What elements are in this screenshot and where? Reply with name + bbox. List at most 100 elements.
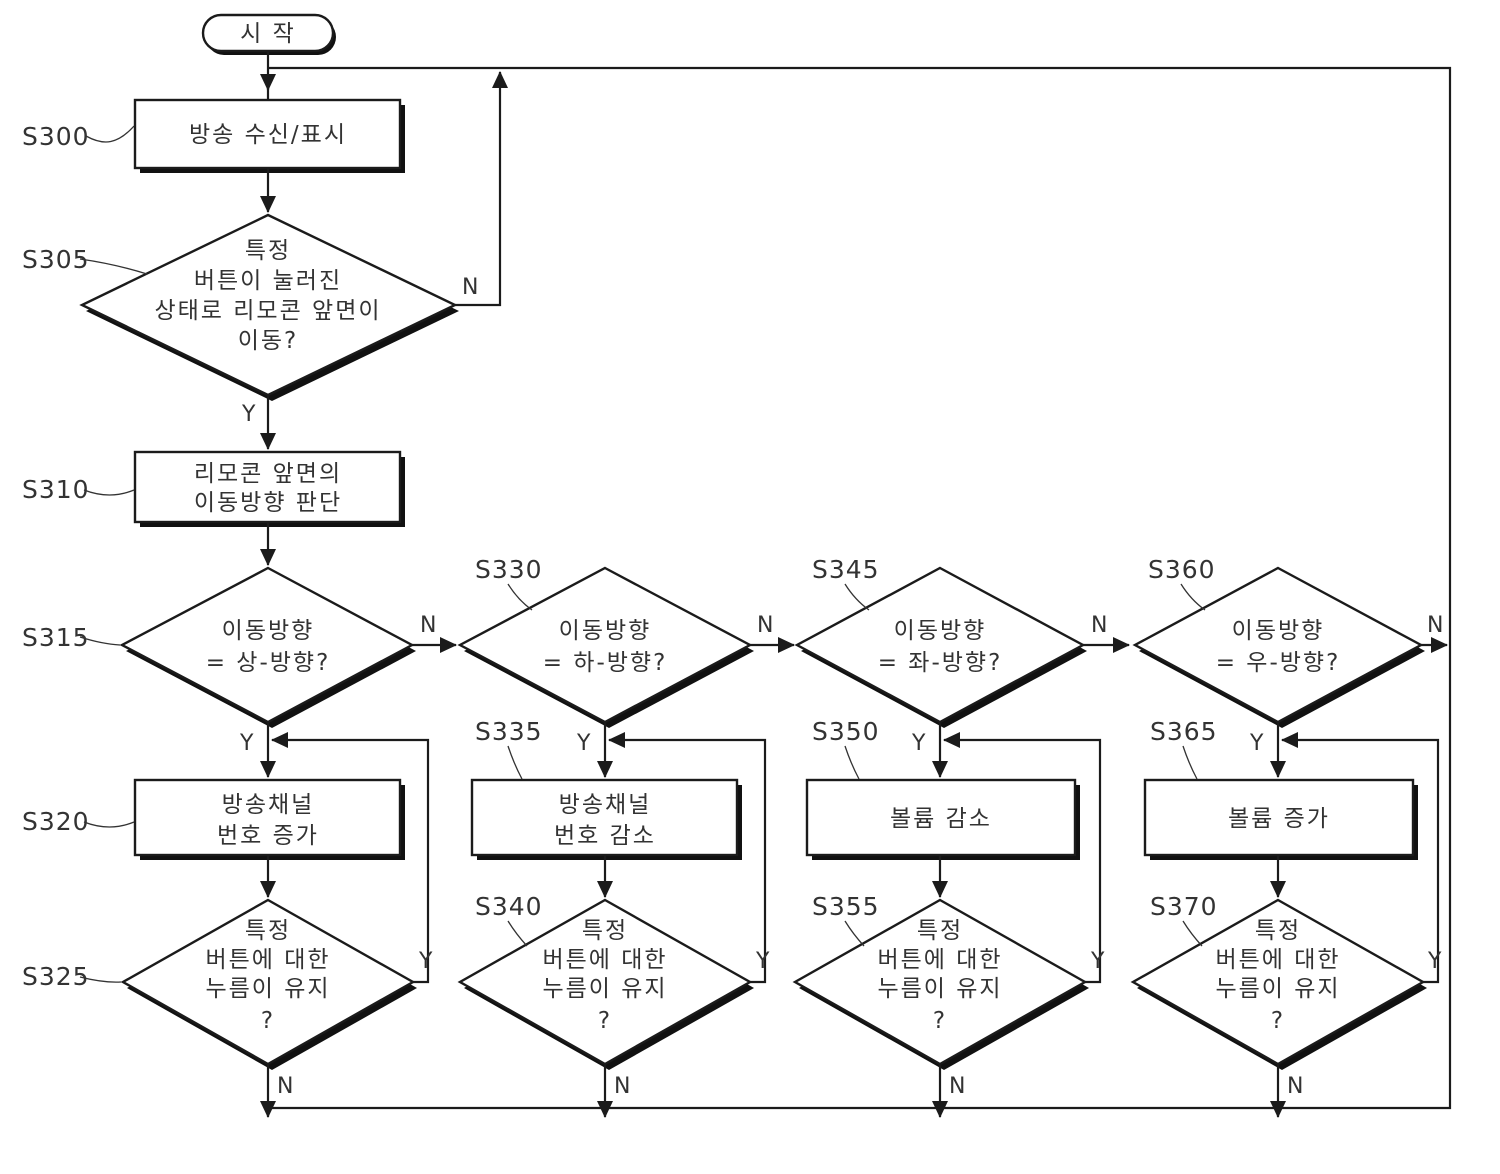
s305-text-line2: 버튼이 눌러진 (194, 268, 342, 294)
s355-text-line2: 버튼에 대한 (877, 947, 1002, 973)
node-s370: 특정 버튼에 대한 누름이 유지 ? S370 (1130, 892, 1427, 1070)
s310-leader-line (83, 489, 135, 496)
s325-yes-label: Y (418, 949, 433, 974)
edge-s370-yes-loop (1281, 732, 1440, 984)
start-node: 시 작 (201, 13, 336, 55)
s360-yes-label: Y (1249, 731, 1264, 756)
s325-text-line3: 누름이 유지 (205, 976, 330, 1002)
s325-leader-line (79, 976, 122, 983)
s310-text-line2: 이동방향 판단 (194, 490, 342, 516)
s305-text-line1: 특정 (245, 238, 291, 264)
s340-text-line4: ? (598, 1008, 612, 1034)
s360-text-line2: = 우-방향? (1216, 650, 1341, 676)
s370-tag: S370 (1150, 892, 1218, 921)
start-label: 시 작 (240, 21, 296, 47)
s305-yes-label: Y (241, 402, 256, 427)
s320-text-line2: 번호 증가 (217, 823, 319, 849)
s325-no-label: N (277, 1074, 293, 1099)
s300-box (133, 98, 402, 170)
s360-text-line1: 이동방향 (1232, 618, 1325, 644)
s305-text-line4: 이동? (238, 328, 299, 354)
s340-leader-line (507, 920, 528, 947)
s330-text-line1: 이동방향 (559, 618, 652, 644)
node-s335: 방송채널 번호 감소 S335 (470, 717, 742, 860)
s355-leader-line (844, 920, 865, 947)
s350-box (805, 778, 1077, 857)
s340-text-line1: 특정 (582, 918, 628, 944)
s315-tag: S315 (22, 623, 90, 652)
s330-tag: S330 (475, 555, 543, 584)
edge-s325-yes-loop (271, 732, 430, 984)
node-s300: 방송 수신/표시 S300 (22, 98, 405, 173)
s345-yes-label: Y (911, 731, 926, 756)
s335-text-line1: 방송채널 (559, 792, 652, 818)
s305-leader-line (79, 258, 148, 275)
s345-no-label: N (1091, 613, 1107, 638)
edge-s305-no (455, 71, 508, 307)
s315-no-label: N (420, 613, 436, 638)
s370-text-line2: 버튼에 대한 (1215, 947, 1340, 973)
edge-s355-yes-loop (943, 732, 1102, 984)
s325-text-line4: ? (261, 1008, 275, 1034)
s335-text-line2: 번호 감소 (554, 823, 656, 849)
node-s365: 볼륨 증가 S365 (1143, 717, 1418, 860)
s340-text-line3: 누름이 유지 (542, 976, 667, 1002)
node-s350: 볼륨 감소 S350 (805, 717, 1080, 860)
s340-no-label: N (614, 1074, 630, 1099)
s300-text: 방송 수신/표시 (189, 122, 347, 148)
node-s340: 특정 버튼에 대한 누름이 유지 ? S340 (457, 892, 754, 1070)
s370-leader-line (1182, 920, 1203, 947)
s320-leader-line (83, 821, 135, 828)
node-s355: 특정 버튼에 대한 누름이 유지 ? S355 (792, 892, 1089, 1070)
s370-no-label: N (1287, 1074, 1303, 1099)
s330-yes-label: Y (576, 731, 591, 756)
s350-leader-line (844, 745, 860, 780)
node-s310: 리모콘 앞면의 이동방향 판단 S310 (22, 450, 405, 527)
s320-text-line1: 방송채널 (222, 792, 315, 818)
s300-leader-line (85, 125, 135, 143)
s355-text-line4: ? (933, 1008, 947, 1034)
s310-box (133, 450, 402, 524)
s305-tag: S305 (22, 245, 90, 274)
s315-leader-line (79, 636, 121, 646)
s355-yes-label: Y (1090, 949, 1105, 974)
s330-no-label: N (757, 613, 773, 638)
s355-no-label: N (949, 1074, 965, 1099)
s370-text-line3: 누름이 유지 (1215, 976, 1340, 1002)
node-s305: 특정 버튼이 눌러진 상태로 리모콘 앞면이 이동? S305 (22, 213, 459, 401)
s370-yes-label: Y (1427, 949, 1442, 974)
s315-text-line2: = 상-방향? (206, 650, 331, 676)
s335-tag: S335 (475, 717, 543, 746)
s305-no-label: N (462, 275, 478, 300)
s325-text-line1: 특정 (245, 918, 291, 944)
s365-tag: S365 (1150, 717, 1218, 746)
s365-leader-line (1182, 745, 1198, 780)
s355-text-line1: 특정 (917, 918, 963, 944)
s325-text-line2: 버튼에 대한 (205, 947, 330, 973)
s345-tag: S345 (812, 555, 880, 584)
s330-leader-line (507, 583, 533, 611)
edge-s340-yes-loop (608, 732, 767, 984)
s340-yes-label: Y (755, 949, 770, 974)
s355-text-line3: 누름이 유지 (877, 976, 1002, 1002)
node-s320: 방송채널 번호 증가 S320 (22, 778, 405, 860)
s345-text-line1: 이동방향 (894, 618, 987, 644)
s335-box (470, 778, 739, 857)
s350-tag: S350 (812, 717, 880, 746)
s370-text-line1: 특정 (1255, 918, 1301, 944)
node-s325: 특정 버튼에 대한 누름이 유지 ? S325 (22, 898, 417, 1070)
s335-leader-line (507, 745, 523, 780)
s325-tag: S325 (22, 962, 90, 991)
node-s330: 이동방향 = 하-방향? S330 (457, 555, 754, 728)
s345-text-line2: = 좌-방향? (878, 650, 1003, 676)
s340-tag: S340 (475, 892, 543, 921)
s340-text-line2: 버튼에 대한 (542, 947, 667, 973)
s345-leader-line (844, 583, 870, 611)
s365-text: 볼륨 증가 (1228, 806, 1330, 832)
edge-return-loop (266, 66, 1452, 1110)
node-s360: 이동방향 = 우-방향? S360 (1132, 555, 1425, 728)
s370-text-line4: ? (1271, 1008, 1285, 1034)
s355-tag: S355 (812, 892, 880, 921)
